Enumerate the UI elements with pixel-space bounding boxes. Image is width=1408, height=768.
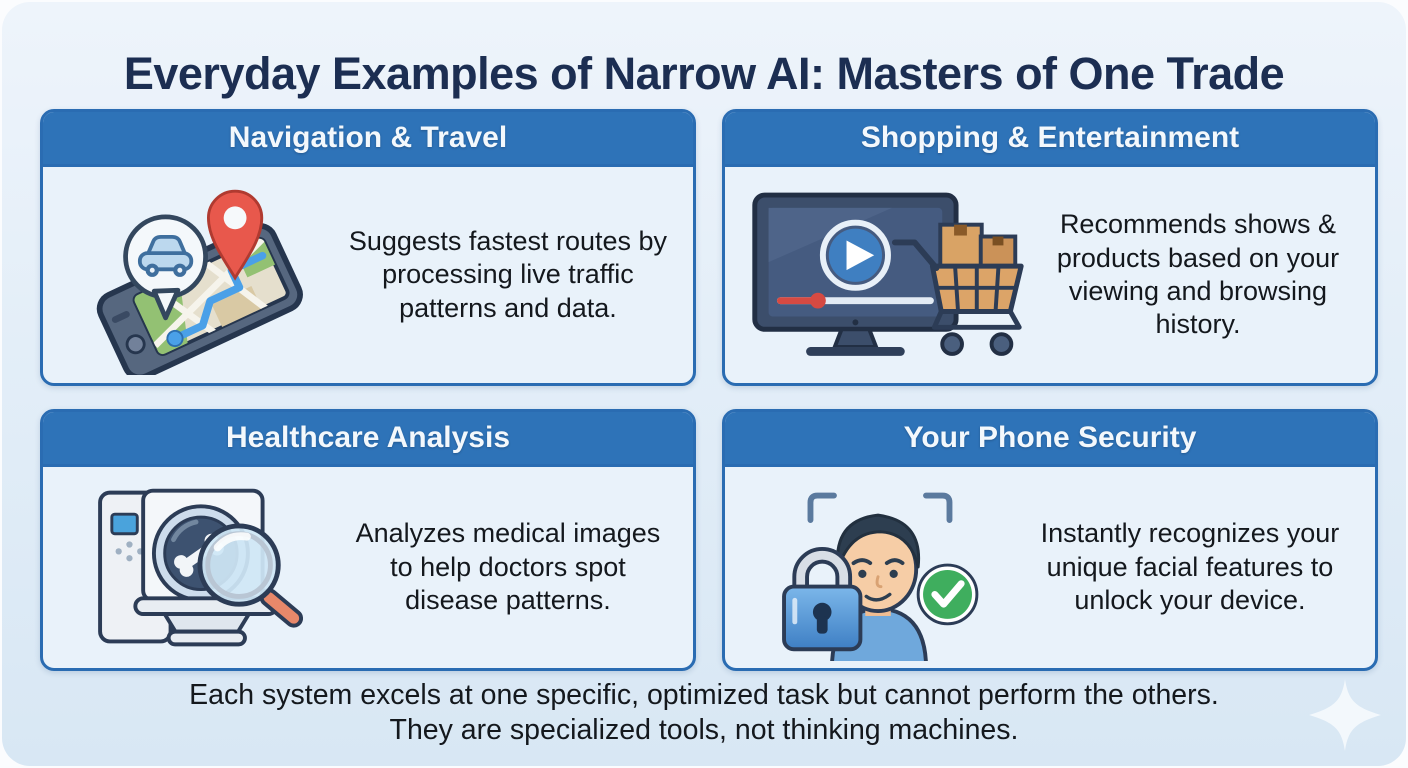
padlock-icon [782, 546, 863, 651]
card-title: Navigation & Travel [228, 121, 508, 154]
footer-summary: Each system excels at one specific, opti… [2, 678, 1406, 748]
card-content: Instantly recognizes your unique facial … [725, 467, 1375, 668]
check-badge-icon [916, 563, 979, 625]
medical-scanner-magnifier-icon [57, 475, 337, 661]
card-title: Shopping & Entertainment [860, 121, 1240, 154]
page-title: Everyday Examples of Narrow AI: Masters … [123, 48, 1285, 100]
navigation-phone-map-icon [57, 175, 337, 375]
footer-line-2: They are specialized tools, not thinking… [389, 713, 1019, 746]
card-header: Shopping & Entertainment [725, 112, 1375, 167]
card-content: Suggests fastest routes by processing li… [43, 167, 693, 383]
magnifier-icon [197, 522, 303, 628]
card-content: Recommends shows & products based on you… [725, 167, 1375, 383]
face-recognition-lock-icon-svg [782, 492, 979, 661]
card-content: Analyzes medical images to help doctors … [43, 467, 693, 668]
sparkle-icon [1309, 679, 1381, 751]
medical-scanner-magnifier-icon-svg [98, 488, 303, 646]
video-player-shopping-cart-icon-svg [752, 192, 1024, 356]
footer-line-1: Each system excels at one specific, opti… [189, 679, 1219, 711]
face-recognition-lock-icon [739, 475, 1019, 661]
card-header: Your Phone Security [725, 412, 1375, 467]
face-scan-brackets-icon [807, 492, 953, 523]
navigation-phone-map-icon-svg [96, 189, 303, 375]
card-header: Healthcare Analysis [43, 412, 693, 467]
card-title: Your Phone Security [903, 421, 1197, 454]
card-description: Suggests fastest routes by processing li… [348, 225, 668, 323]
video-player-shopping-cart-icon [739, 181, 1035, 369]
card-description: Analyzes medical images to help doctors … [355, 518, 661, 616]
card-description: Recommends shows & products based on you… [1056, 209, 1340, 340]
card-healthcare-analysis: Healthcare Analysis [40, 409, 696, 671]
card-navigation-travel: Navigation & Travel [40, 109, 696, 386]
location-pin-icon [206, 189, 264, 281]
card-header: Navigation & Travel [43, 112, 693, 167]
card-title: Healthcare Analysis [225, 421, 511, 454]
car-bubble-icon [123, 214, 208, 321]
monitor-play-icon [752, 192, 959, 356]
card-shopping-entertainment: Shopping & Entertainment [722, 109, 1378, 386]
card-description: Instantly recognizes your unique facial … [1040, 518, 1340, 616]
card-phone-security: Your Phone Security [722, 409, 1378, 671]
shopping-cart-icon [891, 222, 1024, 356]
